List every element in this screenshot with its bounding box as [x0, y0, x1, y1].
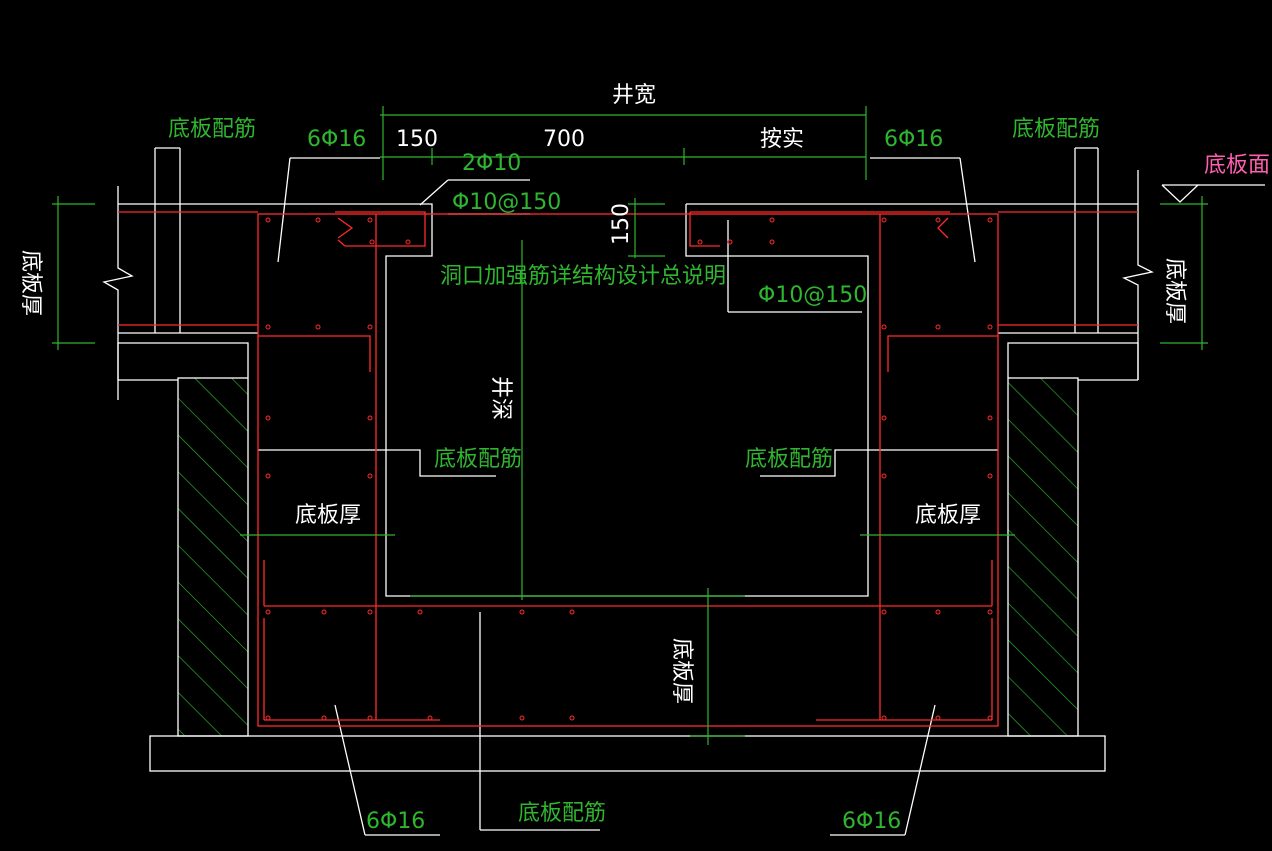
- rebar-dot: [265, 473, 271, 479]
- label-slab-rebar-tr: 底板配筋: [1012, 117, 1100, 142]
- right-masonry-wall: [1007, 377, 1079, 737]
- dimension-lines: [52, 106, 1208, 745]
- label-slab-thick-right: 底板厚: [1162, 258, 1187, 324]
- rebar-dot: [987, 217, 993, 223]
- rebar-dot: [265, 324, 271, 330]
- structure-outline: [102, 147, 1265, 836]
- rebar-dot: [935, 324, 941, 330]
- rebar-dot: [881, 415, 887, 421]
- labels: 井宽 150 700 按实 150 井深 底板配筋 底板配筋 底板配筋 底板配筋…: [18, 83, 1270, 834]
- label-slab-rebar-bottom: 底板配筋: [518, 801, 606, 826]
- rebar-dot: [987, 715, 993, 721]
- opening-outline: [385, 203, 869, 597]
- rebar-dot: [315, 217, 321, 223]
- dim-150: 150: [396, 127, 438, 152]
- label-slab-rebar-tl: 底板配筋: [168, 117, 256, 142]
- label-slab-thick-bottom: 底板厚: [669, 638, 694, 704]
- dim-vert-150: 150: [609, 203, 634, 245]
- rebar-dot: [427, 715, 433, 721]
- dim-well-depth: 井深: [488, 376, 513, 420]
- rebar-dot: [367, 217, 373, 223]
- rebar-dot: [697, 239, 703, 245]
- rebar-dot: [519, 715, 525, 721]
- label-opening-note: 洞口加强筋详结构设计总说明: [440, 264, 726, 289]
- label-slab-rebar-ml: 底板配筋: [434, 447, 522, 472]
- rebar-dot: [265, 609, 271, 615]
- label-6phi16-br: 6Φ16: [842, 809, 901, 834]
- rebar-dot: [881, 473, 887, 479]
- label-slab-face: 底板面: [1204, 153, 1270, 178]
- rebar-dot: [417, 609, 423, 615]
- label-6phi16-tl: 6Φ16: [307, 127, 366, 152]
- rebar-dot: [369, 239, 375, 245]
- outer-rebar-cage: [257, 213, 999, 727]
- dim-700: 700: [543, 127, 585, 152]
- rebar-dot: [881, 217, 887, 223]
- label-slab-rebar-mr: 底板配筋: [745, 447, 833, 472]
- label-stirrup-right: Φ10@150: [758, 283, 867, 308]
- rebar-dots: [265, 217, 993, 721]
- slab-face-mark: [1161, 184, 1200, 203]
- rebar-dot: [265, 415, 271, 421]
- rebar-dot: [881, 715, 887, 721]
- dim-anshi: 按实: [760, 127, 804, 152]
- right-ledge: [1007, 342, 1139, 380]
- rebar-dot: [405, 239, 411, 245]
- rebar-dot: [935, 715, 941, 721]
- rebar-dot: [519, 609, 525, 615]
- rebar-dot: [367, 324, 373, 330]
- rebar-dot: [769, 239, 775, 245]
- rebar-dot: [987, 609, 993, 615]
- dim-well-width: 井宽: [612, 83, 656, 108]
- label-slab-thick-mr: 底板厚: [915, 503, 981, 528]
- base-footing: [149, 735, 1106, 772]
- rebar-dot: [569, 609, 575, 615]
- rebar-dot: [881, 324, 887, 330]
- label-6phi16-bl: 6Φ16: [366, 809, 425, 834]
- label-slab-thick-left: 底板厚: [18, 250, 43, 316]
- rebar-dot: [769, 217, 775, 223]
- left-break-line: [102, 186, 134, 400]
- right-break-line: [1122, 170, 1154, 380]
- label-slab-thick-ml: 底板厚: [295, 503, 361, 528]
- label-stirrup-left: Φ10@150: [452, 190, 561, 215]
- label-2phi10: 2Φ10: [462, 151, 521, 176]
- rebar-dot: [265, 217, 271, 223]
- rebar-dot: [881, 609, 887, 615]
- rebar-dot: [727, 239, 733, 245]
- rebar-dot: [987, 473, 993, 479]
- rebar-dot: [321, 715, 327, 721]
- rebar-dot: [935, 609, 941, 615]
- label-6phi16-tr: 6Φ16: [884, 127, 943, 152]
- rebar-dot: [569, 715, 575, 721]
- rebar-dot: [367, 715, 373, 721]
- rebar-dot: [265, 715, 271, 721]
- left-ledge: [117, 342, 249, 380]
- rebar-dot: [321, 609, 327, 615]
- rebar-dot: [367, 473, 373, 479]
- rebar-dot: [367, 609, 373, 615]
- rebar-dot: [987, 324, 993, 330]
- rebar-dot: [987, 415, 993, 421]
- rebar-dot: [935, 217, 941, 223]
- rebar-dot: [315, 324, 321, 330]
- rebar-layout: [118, 211, 1138, 727]
- rebar-dot: [367, 415, 373, 421]
- left-masonry-wall: [177, 377, 249, 737]
